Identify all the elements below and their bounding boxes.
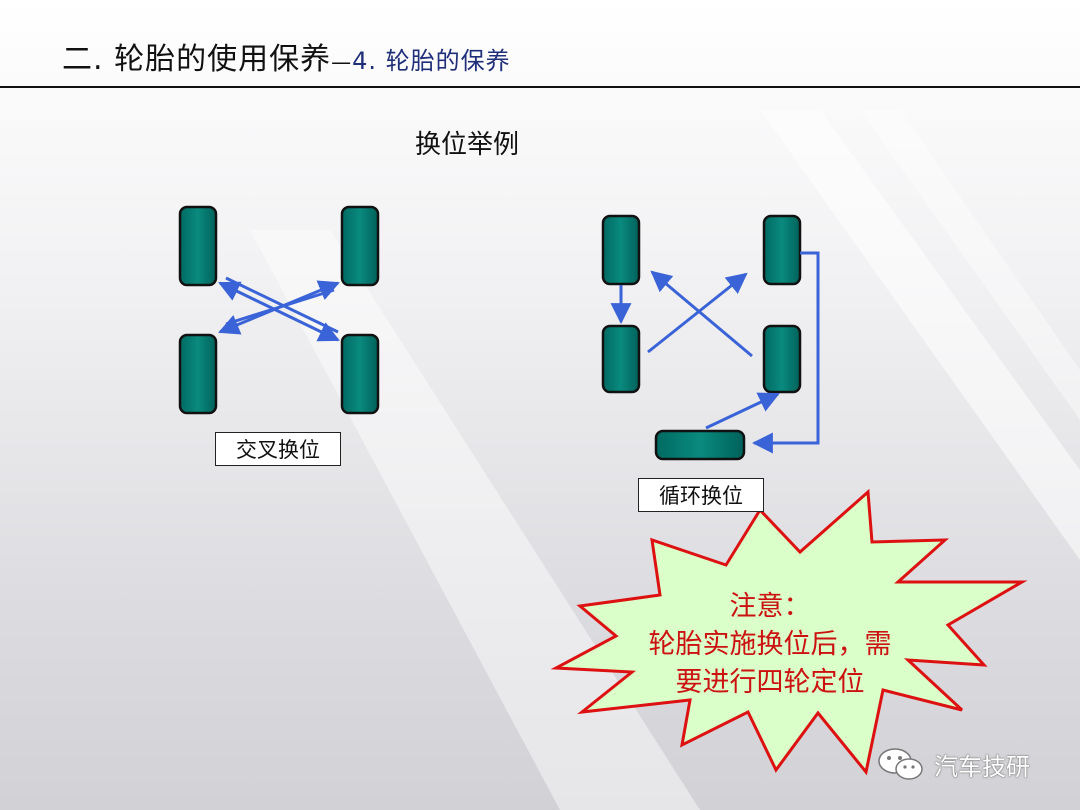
title-divider <box>0 86 1080 88</box>
watermark: 汽车技研 <box>876 744 1030 784</box>
tire-cycle-rear-left <box>601 324 641 394</box>
title-separator: — <box>331 50 353 74</box>
arrow-cycle-spare-up <box>705 392 780 430</box>
note-burst-shape <box>550 488 1028 776</box>
watermark-text: 汽车技研 <box>934 752 1030 781</box>
tire-rear-right <box>340 333 380 415</box>
tire-front-right <box>340 205 380 287</box>
arrow-cycle-diag-2 <box>650 270 753 358</box>
note-line-2: 轮胎实施换位后，需 <box>648 629 892 660</box>
cycle-rotation-diagram <box>601 214 820 461</box>
arrow-cross-2b <box>225 288 335 326</box>
arrow-cycle-loop <box>751 251 820 454</box>
arrow-cycle-diag-1 <box>647 272 748 354</box>
note-callout: 注意： 轮胎实施换位后，需 要进行四轮定位 <box>600 588 940 702</box>
cycle-rotation-label: 循环换位 <box>638 478 764 512</box>
tire-cycle-rear-right <box>762 324 802 394</box>
tire-cycle-front-right <box>762 214 802 286</box>
section-heading: 换位举例 <box>414 130 519 160</box>
wechat-icon <box>878 748 923 780</box>
page-title: 二. 轮胎的使用保养—4. 轮胎的保养 <box>62 34 511 78</box>
tire-front-left <box>178 205 218 287</box>
note-line-3: 要进行四轮定位 <box>675 667 865 698</box>
tire-cycle-front-left <box>601 214 641 286</box>
tire-cycle-spare <box>654 429 746 461</box>
page-subtitle: 4. 轮胎的保养 <box>352 47 511 75</box>
tire-rear-left <box>178 333 218 415</box>
title-bar: 二. 轮胎的使用保养—4. 轮胎的保养 <box>0 0 1080 88</box>
note-line-1: 注意： <box>729 591 811 622</box>
title-text: 二. 轮胎的使用保养 <box>62 42 332 77</box>
cross-rotation-label: 交叉换位 <box>215 432 341 466</box>
cross-rotation-diagram <box>178 205 380 415</box>
